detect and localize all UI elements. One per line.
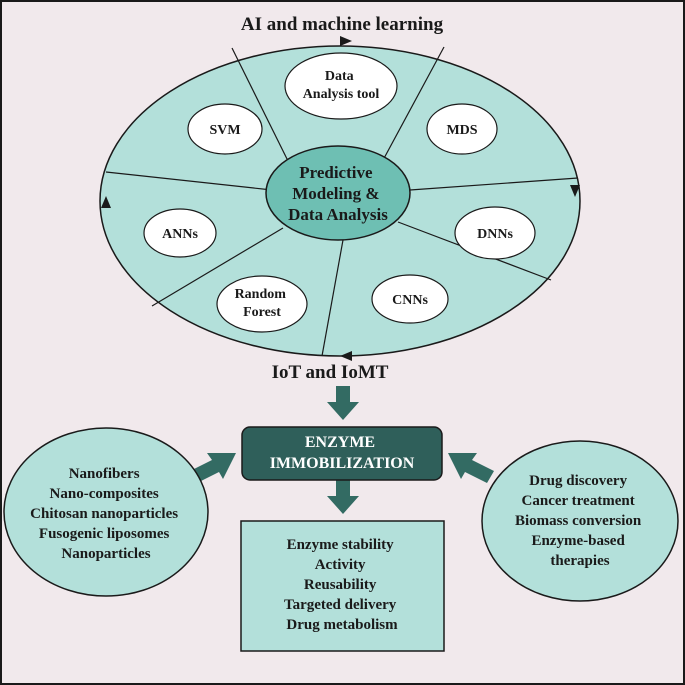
segment-label: Data Analysis tool [303, 69, 380, 102]
segment-label: DNNs [477, 227, 513, 242]
outcomes-group: Enzyme stability Activity Reusability Ta… [240, 520, 445, 652]
segment-random-forest: Random Forest [216, 275, 308, 333]
wheel-bottom-label: IoT and IoMT [272, 362, 389, 383]
wheel-divider [151, 227, 284, 307]
core-enzyme-immobilization: ENZYME IMMOBILIZATION [241, 426, 443, 481]
outcome-item: Reusability [304, 577, 377, 593]
wheel-divider [409, 177, 579, 191]
core-label-line: ENZYME [305, 434, 375, 451]
nanomaterials-group: Nanofibers Nano-composites Chitosan nano… [3, 427, 209, 597]
wheel-divider [381, 46, 445, 163]
applications-list: Drug discovery Cancer treatment Biomass … [515, 473, 645, 569]
applications-ellipse [481, 440, 679, 602]
segment-label: CNNs [392, 293, 428, 308]
segment-anns: ANNs [143, 208, 217, 258]
ml-wheel: Predictive Modeling & Data Analysis Data… [99, 14, 581, 383]
applications-group: Drug discovery Cancer treatment Biomass … [481, 440, 679, 602]
segment-bubble [216, 275, 308, 333]
segment-mds: MDS [426, 103, 498, 155]
nanomaterial-item: Nanofibers [69, 466, 140, 482]
segment-label-line: Analysis tool [303, 87, 380, 102]
segment-label-line: Data [325, 69, 354, 84]
center-line: Modeling & [292, 184, 379, 203]
wheel-center-ellipse [265, 145, 411, 241]
outcomes-box [240, 520, 445, 652]
nanomaterial-item: Nanoparticles [61, 546, 150, 562]
segment-bubble [371, 274, 449, 324]
segment-bubble [143, 208, 217, 258]
wheel-divider [321, 239, 344, 357]
segment-label-line: Random [235, 287, 287, 302]
nanomaterial-item: Chitosan nanoparticles [30, 506, 178, 522]
application-item: Enzyme-based [531, 533, 625, 549]
application-item: Drug discovery [529, 473, 627, 489]
application-item: Biomass conversion [515, 513, 642, 529]
arrow-left-to-core [190, 453, 236, 483]
segment-data-analysis-tool: Data Analysis tool [284, 52, 398, 120]
center-line: Predictive [299, 163, 373, 182]
segment-label: ANNs [162, 227, 198, 242]
segment-label-line: Forest [243, 305, 281, 320]
arrow-wheel-to-core [327, 386, 359, 420]
outcome-item: Targeted delivery [284, 597, 397, 613]
arrow-core-to-outcomes [327, 480, 359, 514]
application-item: therapies [550, 553, 609, 569]
application-item: Cancer treatment [522, 493, 635, 509]
center-line: Data Analysis [288, 205, 388, 224]
wheel-divider [105, 171, 273, 191]
segment-label: MDS [446, 123, 477, 138]
nanomaterials-list: Nanofibers Nano-composites Chitosan nano… [30, 466, 182, 562]
segment-dnns: DNNs [454, 206, 536, 260]
segment-bubble [284, 52, 398, 120]
cycle-arrowhead-bottom [340, 351, 352, 361]
outcome-item: Enzyme stability [287, 537, 395, 553]
wheel-top-label: AI and machine learning [241, 14, 444, 35]
segment-label: Random Forest [235, 287, 290, 320]
segment-svm: SVM [187, 103, 263, 155]
outcomes-list: Enzyme stability Activity Reusability Ta… [284, 537, 400, 633]
segment-bubble [454, 206, 536, 260]
cycle-arrowhead-right [570, 185, 580, 197]
arrow-right-to-core [448, 453, 494, 483]
wheel-center-label: Predictive Modeling & Data Analysis [288, 163, 388, 224]
core-box [241, 426, 443, 481]
nanomaterial-item: Nano-composites [50, 486, 159, 502]
segment-bubble [426, 103, 498, 155]
wheel-divider [231, 47, 291, 166]
nanomaterial-item: Fusogenic liposomes [39, 526, 170, 542]
cycle-arrowhead-top [340, 36, 352, 46]
cycle-arrowhead-left [101, 196, 111, 208]
core-label: ENZYME IMMOBILIZATION [270, 434, 415, 472]
segment-bubble [187, 103, 263, 155]
core-label-line: IMMOBILIZATION [270, 455, 415, 472]
outcome-item: Drug metabolism [286, 617, 398, 633]
nanomaterials-ellipse [3, 427, 209, 597]
segment-label: SVM [209, 123, 240, 138]
outcome-item: Activity [315, 557, 366, 573]
segment-cnns: CNNs [371, 274, 449, 324]
